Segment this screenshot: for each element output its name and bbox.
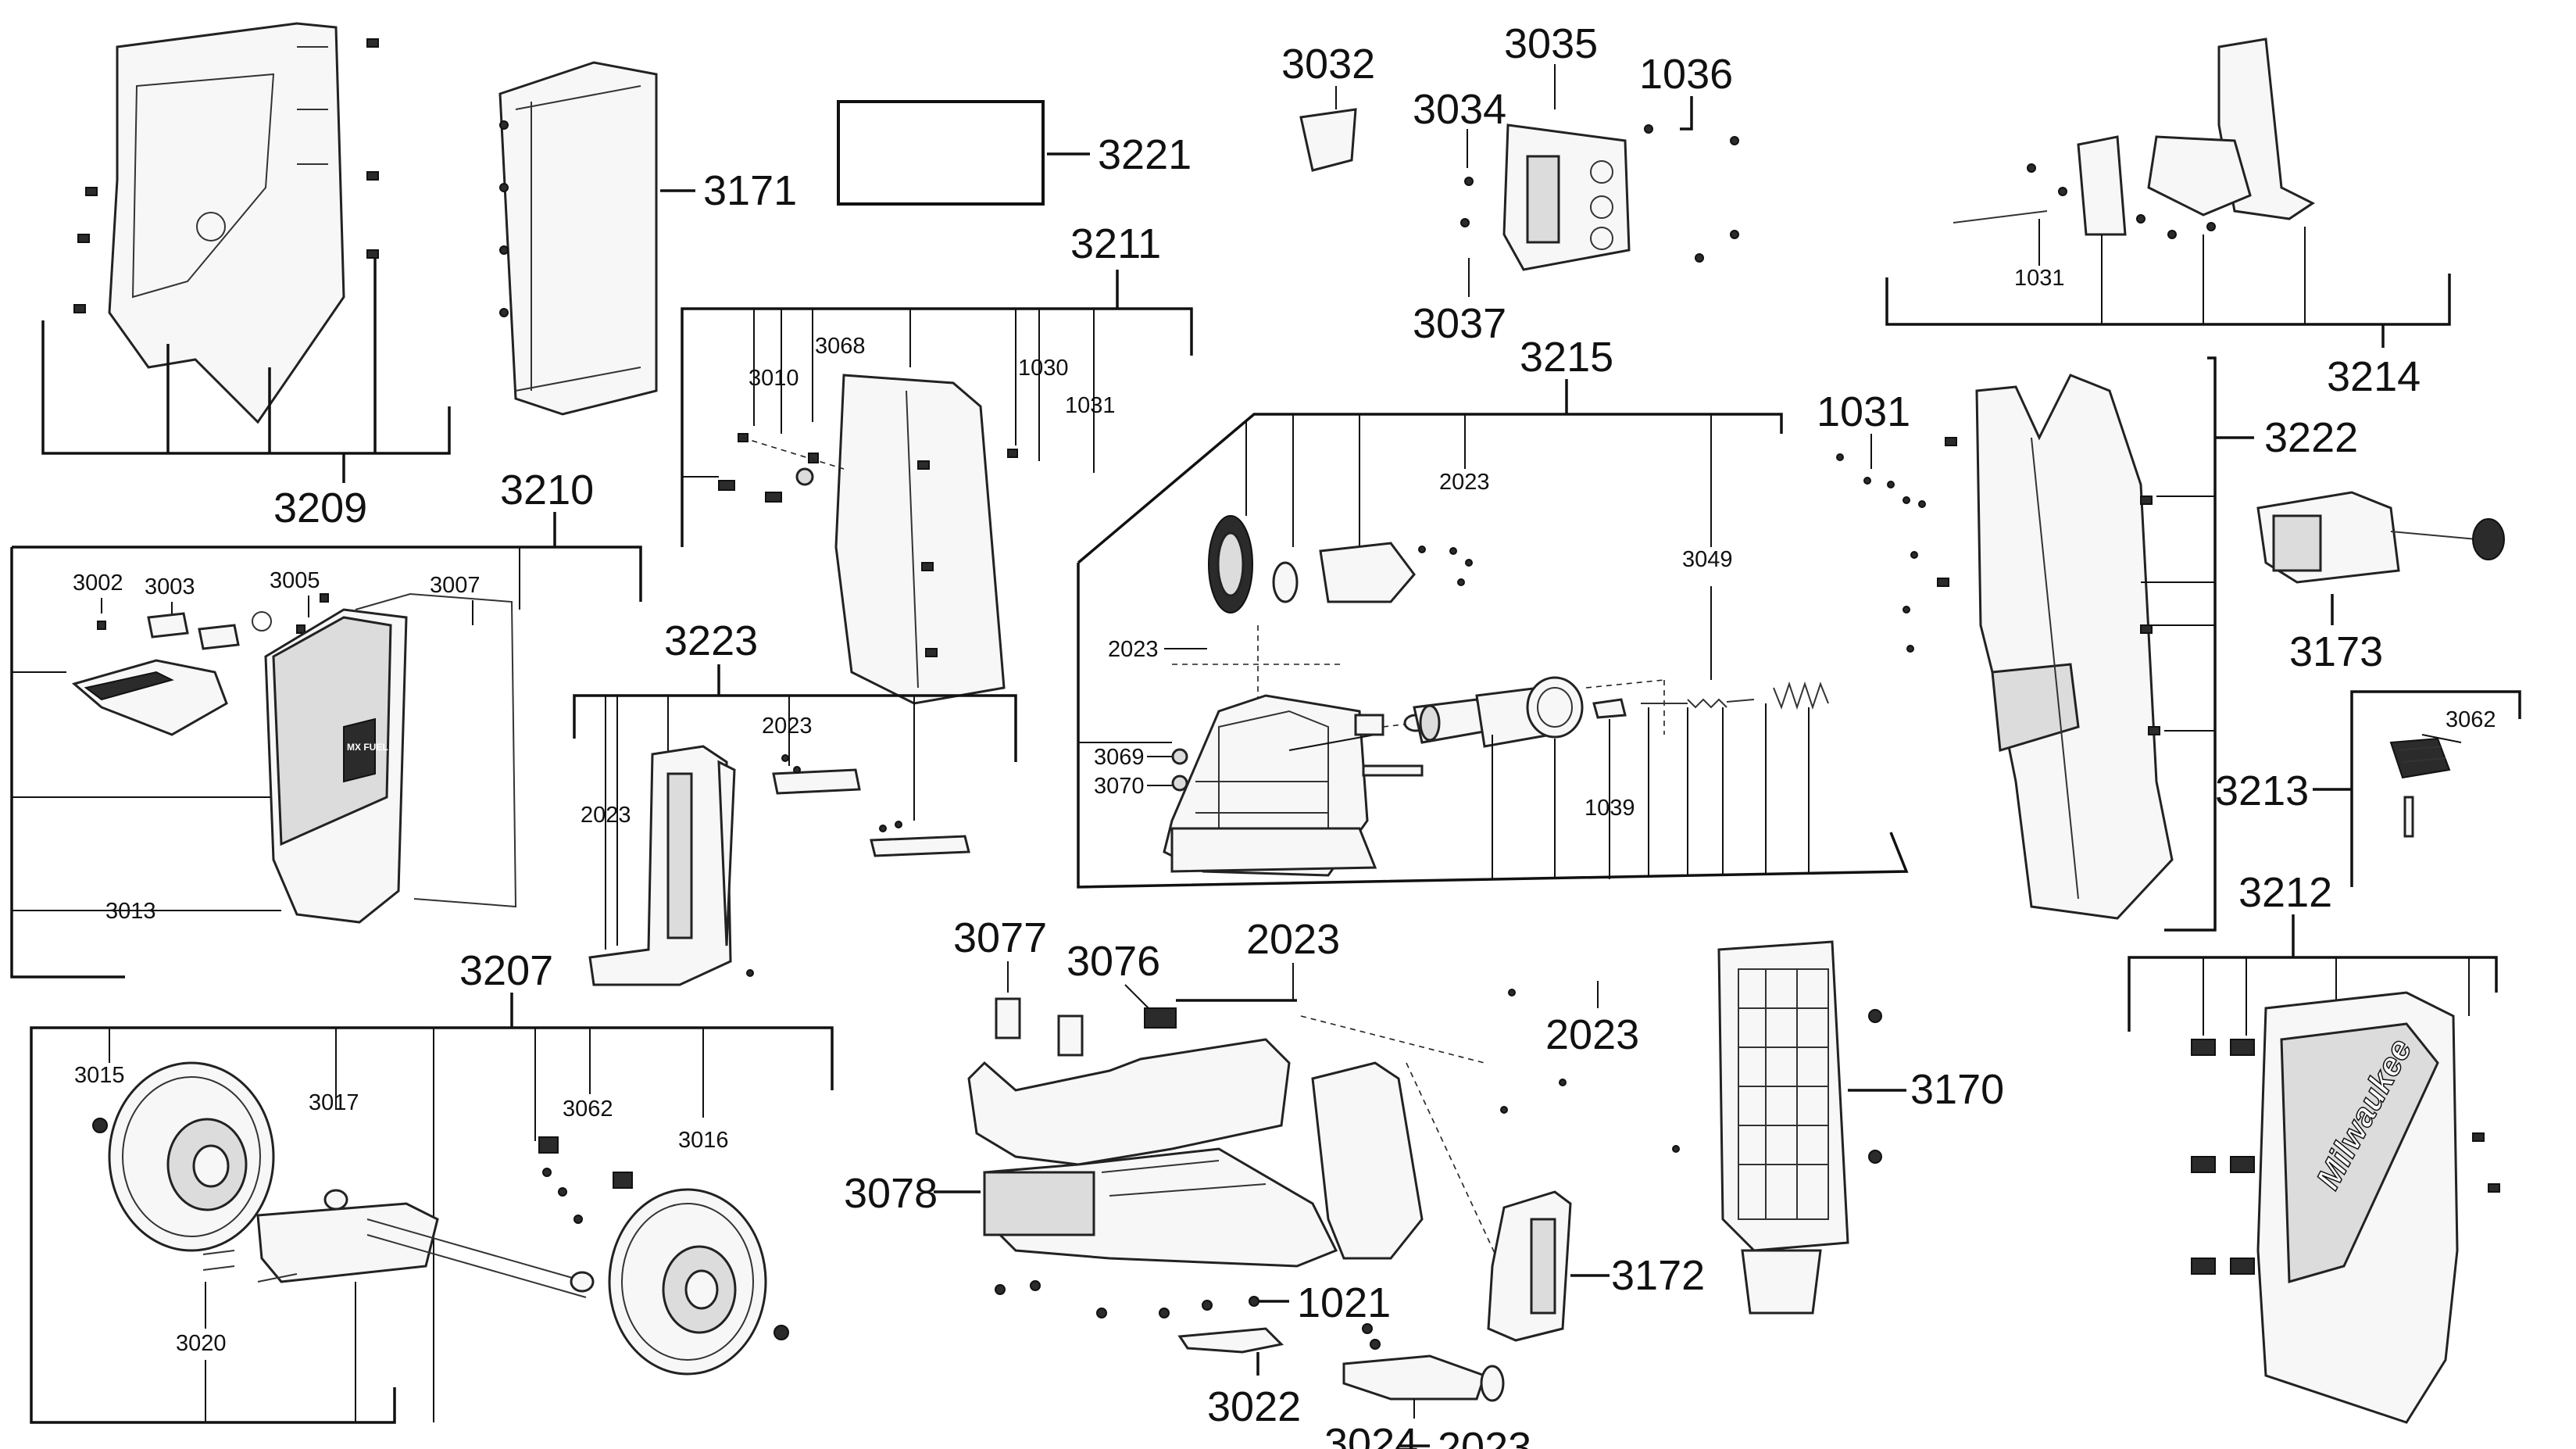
- part-label-2023-d: 2023: [762, 714, 813, 739]
- part-label-3062-b: 3062: [563, 1097, 613, 1122]
- part-label-3222: 3222: [2264, 414, 2358, 461]
- part-label-3207: 3207: [459, 947, 553, 994]
- part-3207-right-wheel: [608, 1188, 767, 1376]
- part-label-2023-b: 2023: [1108, 637, 1159, 662]
- part-label-2023-right: 2023: [1545, 1011, 1639, 1058]
- part-3207-axle: [256, 1189, 587, 1298]
- part-3221-label: [837, 100, 1045, 206]
- part-label-3062-a: 3062: [2446, 707, 2496, 732]
- part-label-3002: 3002: [73, 571, 123, 596]
- part-3172-filter-housing: [1487, 1190, 1572, 1342]
- part-label-3013: 3013: [105, 899, 156, 924]
- part-label-1031-a: 1031: [2014, 266, 2065, 291]
- part-label-3035: 3035: [1504, 20, 1598, 67]
- part-3210-handle-grip: [71, 659, 228, 736]
- part-label-3173: 3173: [2289, 628, 2383, 675]
- part-label-3024: 3024: [1324, 1420, 1418, 1449]
- part-label-3171: 3171: [703, 167, 797, 214]
- part-label-3170: 3170: [1910, 1066, 2004, 1113]
- part-label-3037: 3037: [1413, 300, 1506, 347]
- part-label-3209: 3209: [273, 485, 367, 531]
- part-3215-piston-spring: [1641, 681, 1829, 710]
- part-3170-electronics-cover: [1717, 940, 1882, 1315]
- part-label-3034: 3034: [1413, 86, 1506, 133]
- part-label-3172: 3172: [1611, 1252, 1705, 1299]
- part-label-3078: 3078: [844, 1170, 938, 1217]
- part-3222-front-panel: [1937, 374, 2174, 920]
- part-label-3076: 3076: [1066, 938, 1160, 985]
- part-label-3003: 3003: [145, 574, 195, 599]
- part-3209-rear-panel: [73, 22, 379, 424]
- part-label-3020: 3020: [176, 1331, 227, 1356]
- part-label-1021: 1021: [1297, 1279, 1391, 1326]
- part-3207-left-wheel: [108, 1061, 275, 1252]
- part-3171-housing: [498, 61, 658, 416]
- part-3032-bracket: [1299, 108, 1357, 172]
- part-label-3010: 3010: [749, 366, 799, 391]
- part-label-3007: 3007: [430, 573, 481, 598]
- part-label-3016: 3016: [678, 1128, 729, 1153]
- part-label-3022: 3022: [1207, 1383, 1301, 1430]
- part-label-1030: 1030: [1018, 356, 1069, 381]
- part-3214-control-assembly: [1953, 38, 2315, 236]
- part-3210-front-cover: MX FUEL: [264, 608, 408, 924]
- part-label-3221: 3221: [1098, 131, 1192, 178]
- part-label-2023-bottom: 2023: [1438, 1424, 1531, 1449]
- part-label-2023-top: 2023: [1246, 916, 1340, 963]
- part-label-3068: 3068: [815, 334, 866, 359]
- part-label-3070: 3070: [1094, 774, 1145, 799]
- part-label-3069: 3069: [1094, 745, 1145, 770]
- part-3215-pump-base: [1163, 694, 1377, 877]
- part-3022-bracket: [1177, 1327, 1284, 1354]
- brand-badge-text: MX FUEL: [347, 742, 388, 753]
- part-3173-power-inlet: [2256, 491, 2505, 584]
- part-label-3223: 3223: [664, 617, 758, 664]
- part-3077-filter: [995, 997, 1021, 1039]
- part-label-2023-a: 2023: [1439, 470, 1490, 495]
- part-label-3032: 3032: [1281, 41, 1375, 88]
- part-label-3213: 3213: [2215, 767, 2309, 814]
- part-label-3212: 3212: [2238, 869, 2332, 916]
- part-label-3005: 3005: [270, 568, 320, 593]
- part-label-3049: 3049: [1682, 547, 1733, 572]
- part-3213-latch: [2389, 737, 2451, 838]
- part-3035-switch-box: [1502, 123, 1631, 271]
- part-3223-handle-column: [588, 745, 736, 986]
- part-label-1031-big: 1031: [1817, 388, 1910, 435]
- part-label-3015: 3015: [74, 1063, 125, 1088]
- part-3024-skid-plate: [1342, 1354, 1486, 1401]
- part-3215-motor: [1362, 676, 1627, 777]
- part-3078-base-frame: [967, 1038, 1424, 1268]
- part-label-3017: 3017: [309, 1090, 359, 1115]
- part-label-1039: 1039: [1585, 796, 1635, 821]
- part-label-3215: 3215: [1520, 334, 1613, 381]
- part-label-1036: 1036: [1639, 51, 1733, 98]
- part-3212-front-cover: Milwaukee: [2191, 991, 2500, 1424]
- part-3215-pulley: [1208, 515, 1416, 614]
- part-label-3077: 3077: [953, 914, 1047, 961]
- part-label-1031-b: 1031: [1065, 393, 1116, 418]
- part-label-3214: 3214: [2327, 353, 2421, 400]
- part-label-3210: 3210: [500, 467, 594, 513]
- part-label-2023-c: 2023: [581, 803, 631, 828]
- part-label-3211: 3211: [1070, 220, 1161, 267]
- part-3211-side-panel: [834, 374, 1006, 705]
